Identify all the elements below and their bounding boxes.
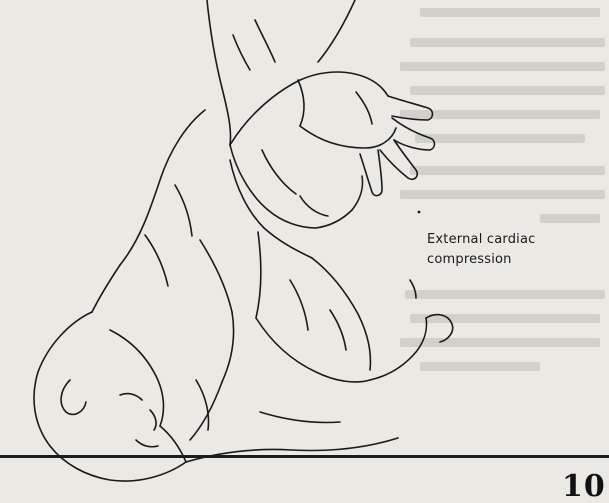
upper-hand-back	[230, 72, 388, 145]
sleeve-crease	[255, 20, 275, 62]
infant-torso-right	[312, 258, 371, 370]
finger-4	[360, 150, 382, 196]
infant-foot	[426, 315, 453, 342]
upper-hand-wrist	[298, 80, 304, 126]
infant-belly	[256, 232, 261, 318]
infant-side-crease	[200, 240, 232, 312]
caption-line-2: compression	[427, 250, 535, 270]
infant-face	[110, 330, 163, 426]
infant-eye	[120, 394, 142, 400]
rescuer-arm-left-edge	[207, 0, 231, 145]
lower-forearm-top	[230, 145, 316, 228]
lower-hand	[316, 176, 363, 228]
fold-2	[145, 235, 168, 286]
sleeve-fold	[233, 35, 250, 70]
footer-rule	[0, 455, 609, 458]
infant-mouth	[136, 440, 158, 447]
rescuer-arm-right-edge	[318, 0, 355, 62]
thumb	[356, 92, 372, 124]
lower-forearm-crease	[262, 150, 296, 194]
infant-lower-belly	[222, 312, 234, 382]
fold-3	[290, 280, 308, 330]
fold-4	[330, 310, 346, 350]
fold-6	[190, 382, 222, 440]
infant-chest-edge	[230, 160, 312, 258]
stray-mark	[410, 280, 416, 298]
caption-line-1: External cardiac	[427, 230, 535, 250]
pointer-dot	[418, 211, 421, 214]
blanket-edge	[186, 438, 398, 462]
infant-shoulder	[120, 110, 205, 265]
blanket-crease	[260, 412, 340, 423]
infant-arm-upper	[92, 265, 120, 312]
infant-leg	[370, 318, 427, 380]
finger-1	[388, 96, 433, 120]
infant-ear	[61, 380, 86, 414]
finger-3	[380, 140, 417, 179]
page-number: 10	[562, 470, 606, 503]
heel-of-hand	[300, 196, 328, 216]
infant-hip	[256, 318, 370, 382]
figure-caption: External cardiac compression	[427, 230, 535, 270]
fold-1	[175, 185, 192, 236]
infant-nose	[150, 410, 156, 430]
upper-hand-palm	[300, 126, 396, 148]
